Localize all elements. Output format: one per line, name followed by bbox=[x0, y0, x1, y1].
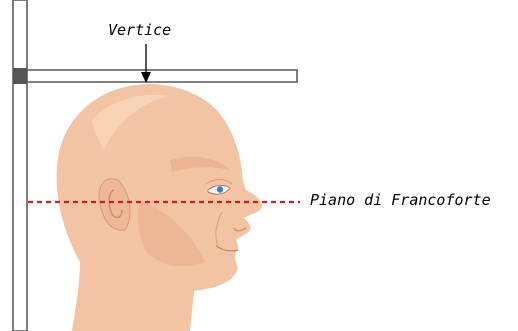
head-illustration bbox=[57, 84, 262, 331]
iris bbox=[217, 186, 223, 192]
stadiometer-headboard bbox=[27, 70, 297, 82]
stadiometer-slider bbox=[13, 68, 27, 84]
vertex-label: Vertice bbox=[108, 23, 171, 38]
frankfort-plane-label: Piano di Francoforte bbox=[310, 193, 491, 208]
stadiometer-post bbox=[13, 0, 27, 331]
